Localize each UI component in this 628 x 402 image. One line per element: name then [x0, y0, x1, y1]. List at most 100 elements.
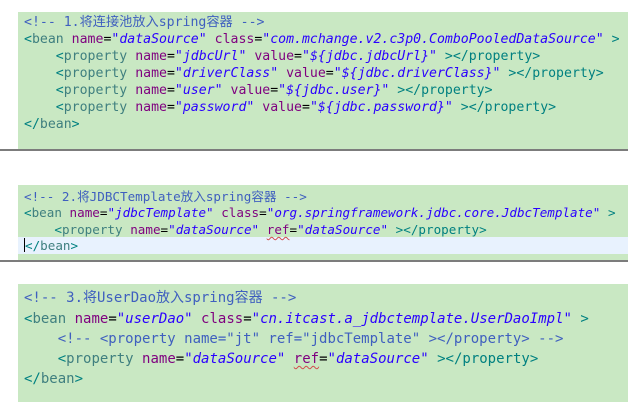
tag-name: property — [61, 222, 123, 237]
attribute-value: "${jdbc.password}" — [309, 100, 453, 115]
tag-open: < — [55, 100, 64, 115]
equals-sign: = — [319, 351, 328, 367]
tag-name: property — [66, 351, 134, 367]
tag-name: bean — [40, 238, 71, 253]
tag-close: ></property> — [436, 49, 541, 64]
indent — [24, 351, 58, 367]
tag-name: bean — [31, 32, 64, 47]
equals-sign: = — [166, 49, 175, 64]
code-line[interactable]: <property name="driverClass" value="${jd… — [24, 66, 604, 82]
attribute-name: value — [230, 83, 271, 98]
attribute-name: ref — [293, 351, 320, 367]
equals-sign: = — [166, 66, 175, 81]
equals-sign: = — [166, 83, 175, 98]
tag-name: bean — [39, 117, 72, 132]
code-line[interactable]: <!-- 3.将UserDao放入spring容器 --> — [24, 289, 296, 308]
indent — [24, 331, 58, 347]
attribute-value: "jdbcUrl" — [174, 49, 247, 64]
tag-open: < — [54, 222, 62, 237]
equals-sign: = — [254, 32, 263, 47]
code-snippet-user-dao: <!-- 3.将UserDao放入spring容器 --><bean name=… — [18, 284, 628, 402]
tag-open: </ — [24, 117, 40, 132]
code-line[interactable]: <property name="user" value="${jdbc.user… — [24, 83, 493, 99]
equals-sign: = — [160, 222, 169, 237]
indent — [24, 49, 56, 64]
code-line[interactable]: <bean name="userDao" class="cn.itcast.a_… — [24, 310, 589, 329]
xml-comment: <!-- <property name="jt" ref="jdbcTempla… — [57, 331, 564, 347]
tag-name: bean — [32, 311, 67, 327]
code-line[interactable]: <property name="password" value="${jdbc.… — [24, 100, 556, 116]
text-cursor — [24, 238, 25, 252]
attribute-name: class — [214, 32, 255, 47]
tag-open: < — [24, 205, 32, 220]
indent — [24, 100, 56, 115]
code-line[interactable]: <property name="dataSource" ref="dataSou… — [24, 350, 539, 369]
tag-close: > — [74, 371, 84, 387]
code-line[interactable]: <property name="jdbcUrl" value="${jdbc.j… — [24, 49, 540, 65]
attribute-name: value — [254, 49, 295, 64]
tag-close: ></property> — [500, 66, 604, 81]
snippet-divider — [0, 149, 628, 151]
xml-comment: <!-- 2.将JDBCTemplate放入spring容器 --> — [24, 189, 307, 204]
equals-sign: = — [294, 49, 302, 64]
equals-sign: = — [99, 205, 108, 220]
attribute-name: name — [135, 100, 167, 115]
code-line[interactable]: <property name="dataSource" ref="dataSou… — [24, 222, 486, 238]
attribute-value: "cn.itcast.a_jdbctemplate.UserDaoImpl" — [251, 311, 572, 327]
attribute-name: value — [286, 66, 326, 81]
tag-close: > — [71, 117, 80, 132]
attribute-name: name — [135, 83, 167, 98]
tag-open: < — [55, 49, 64, 64]
snippet-divider — [0, 260, 628, 262]
attribute-name: name — [74, 311, 109, 327]
tag-open: < — [57, 351, 67, 367]
xml-comment: <!-- 1.将连接池放入spring容器 --> — [24, 15, 265, 30]
equals-sign: = — [108, 311, 117, 327]
tag-close: ></property> — [452, 100, 557, 115]
code-snippet-connection-pool: <!-- 1.将连接池放入spring容器 --><bean name="dat… — [18, 12, 628, 149]
equals-sign: = — [243, 311, 252, 327]
attribute-value: "jdbcTemplate" — [107, 205, 214, 220]
tag-name: bean — [40, 371, 75, 387]
tag-open: </ — [25, 238, 41, 253]
attribute-name: name — [69, 205, 100, 220]
tag-name: property — [63, 49, 128, 64]
tag-close: > — [600, 205, 616, 220]
code-line[interactable]: <!-- 2.将JDBCTemplate放入spring容器 --> — [24, 189, 307, 205]
equals-sign: = — [289, 222, 298, 237]
code-line[interactable]: <!-- <property name="jt" ref="jdbcTempla… — [24, 330, 564, 349]
code-line[interactable]: </bean> — [24, 238, 78, 254]
attribute-value: "dataSource" — [327, 351, 429, 367]
tag-open: </ — [24, 371, 41, 387]
attribute-name: name — [135, 66, 167, 81]
indent — [24, 222, 54, 237]
attribute-value: "dataSource" — [297, 222, 389, 237]
equals-sign: = — [166, 100, 175, 115]
attribute-name: ref — [266, 222, 290, 237]
tag-name: bean — [31, 205, 62, 220]
code-line[interactable]: </bean> — [24, 370, 83, 389]
attribute-value: "${jdbc.user}" — [278, 83, 390, 98]
attribute-name: name — [142, 351, 176, 367]
code-line[interactable]: </bean> — [24, 117, 80, 133]
attribute-value: "org.springframework.jdbc.core.JdbcTempl… — [266, 205, 601, 220]
equals-sign: = — [301, 100, 310, 115]
xml-comment: <!-- 3.将UserDao放入spring容器 --> — [24, 290, 297, 306]
attribute-value: "${jdbc.jdbcUrl}" — [302, 49, 437, 64]
indent — [24, 83, 56, 98]
code-line[interactable]: <bean name="jdbcTemplate" class="org.spr… — [24, 205, 616, 221]
attribute-value: "dataSource" — [184, 351, 286, 367]
tag-name: property — [63, 83, 128, 98]
equals-sign: = — [259, 205, 267, 220]
tag-close: ></property> — [389, 83, 493, 98]
attribute-value: "dataSource" — [111, 32, 207, 47]
code-line[interactable]: <bean name="dataSource" class="com.mchan… — [24, 32, 620, 48]
attribute-value: "com.mchange.v2.c3p0.ComboPooledDataSour… — [262, 32, 604, 47]
equals-sign: = — [325, 66, 334, 81]
code-line[interactable]: <!-- 1.将连接池放入spring容器 --> — [24, 15, 264, 31]
equals-sign: = — [270, 83, 279, 98]
attribute-name: name — [130, 222, 161, 237]
current-line-highlight — [18, 237, 628, 254]
indent — [24, 66, 56, 81]
tag-close: > — [70, 238, 79, 253]
